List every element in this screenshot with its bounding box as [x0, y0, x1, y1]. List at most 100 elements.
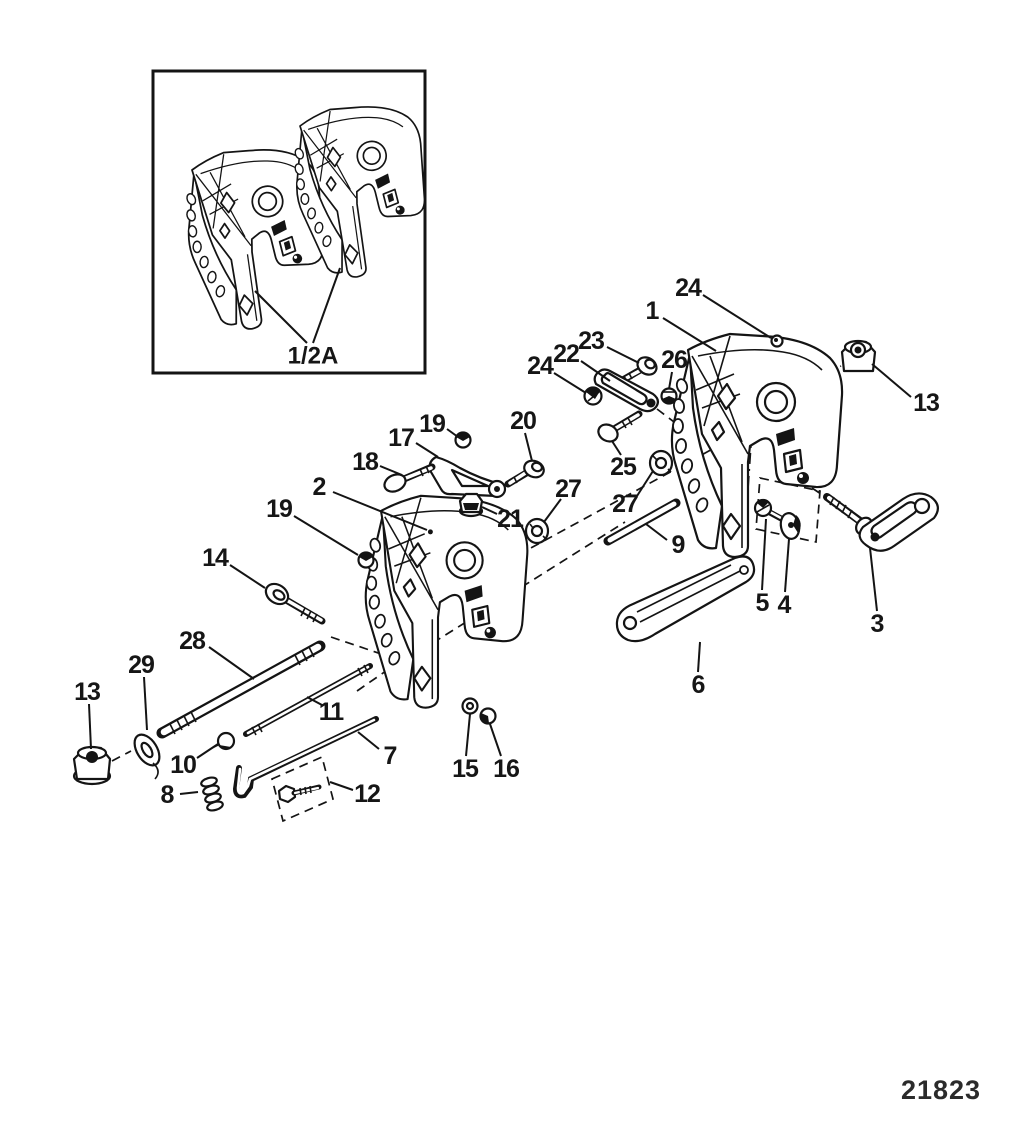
callout-18: 18 — [352, 448, 379, 476]
callout-9: 9 — [672, 531, 685, 559]
callout-20: 20 — [510, 407, 536, 435]
washer-29 — [133, 733, 161, 780]
callout-leader-6 — [697, 641, 701, 673]
callout-leader-23 — [606, 346, 640, 364]
clamp-bracket-2 — [364, 494, 529, 709]
callout-29: 29 — [128, 651, 154, 679]
callout-leader-7 — [357, 731, 380, 750]
bolt-25 — [597, 410, 643, 443]
inset-arrow-left — [254, 290, 308, 344]
callout-17: 17 — [388, 424, 414, 452]
callout-leader-10 — [196, 743, 219, 759]
callout-leader-16 — [489, 723, 502, 757]
callout-27-right: 27 — [612, 490, 638, 518]
callout-1: 1 — [646, 297, 660, 325]
callout-leader-27-right — [636, 470, 654, 497]
link-22 — [593, 368, 660, 413]
callout-19-top: 19 — [419, 410, 445, 438]
pin-9 — [603, 498, 681, 546]
callout-leader-5 — [761, 518, 767, 591]
callout-28: 28 — [179, 627, 206, 655]
callout-leader-13-left — [88, 703, 92, 750]
nut-21 — [458, 492, 484, 518]
bolt-18 — [383, 463, 436, 493]
callout-19-left: 19 — [266, 495, 292, 523]
nut-19-left — [357, 551, 375, 569]
callout-16: 16 — [493, 755, 519, 783]
callout-21: 21 — [497, 505, 524, 533]
rod-7 — [232, 716, 379, 799]
callout-27-left: 27 — [555, 475, 581, 503]
callout-leader-14 — [229, 564, 266, 589]
nut-19-top — [454, 431, 472, 449]
washer-4 — [779, 512, 801, 540]
callout-11: 11 — [319, 698, 345, 726]
nut-26 — [660, 387, 678, 405]
screw-24-left — [583, 386, 603, 406]
washer-27-left — [524, 517, 550, 545]
bolt-14 — [264, 582, 326, 625]
plate-12 — [270, 755, 335, 823]
callout-leader-22 — [580, 360, 611, 382]
callout-leader-19-top — [446, 428, 459, 438]
lever-17 — [428, 455, 507, 499]
callout-leader-24-left — [553, 372, 587, 394]
callout-leader-28 — [208, 646, 255, 680]
bolt-20 — [504, 459, 545, 488]
callout-10: 10 — [170, 751, 196, 779]
callout-leader-24-top — [702, 294, 772, 339]
callout-leader-1 — [662, 317, 717, 352]
callout-8: 8 — [161, 781, 175, 809]
spring-8 — [200, 776, 224, 812]
nut-13-right — [840, 339, 877, 373]
callout-leader-12 — [329, 781, 354, 791]
rod-11 — [243, 663, 373, 737]
callout-5: 5 — [756, 589, 770, 617]
inset-label: 1/2A — [288, 343, 339, 370]
callout-25: 25 — [610, 453, 637, 481]
drawing-number: 21823 — [901, 1075, 981, 1105]
callout-7: 7 — [384, 742, 397, 770]
callout-leader-11 — [306, 696, 323, 706]
callout-6: 6 — [692, 671, 705, 699]
callout-13-right: 13 — [913, 389, 939, 417]
callout-13-left: 13 — [74, 678, 100, 706]
callout-leader-18 — [379, 465, 403, 476]
callout-24-top: 24 — [675, 274, 702, 302]
callout-2: 2 — [313, 473, 326, 501]
callout-leader-3 — [869, 547, 878, 612]
callout-4: 4 — [778, 591, 792, 619]
rod-28 — [156, 640, 326, 739]
callout-3: 3 — [871, 610, 884, 638]
nut-13-left — [72, 745, 112, 786]
callout-leader-9 — [645, 523, 668, 541]
callout-leader-13-right — [871, 363, 912, 398]
callout-12: 12 — [354, 780, 380, 808]
bolt-5 — [753, 498, 785, 522]
callout-14: 14 — [202, 544, 229, 572]
callout-leader-2 — [332, 491, 428, 531]
phantom-plate — [755, 476, 821, 544]
callout-leader-8 — [179, 791, 199, 795]
callout-15: 15 — [452, 755, 479, 783]
callout-leader-26 — [668, 371, 673, 390]
nut-16 — [479, 707, 497, 725]
tilt-rod-3 — [823, 492, 939, 552]
clamp-bracket-1 — [670, 332, 844, 559]
callout-leader-15 — [465, 713, 471, 757]
callout-22: 22 — [553, 340, 579, 368]
callout-leader-29 — [143, 676, 148, 731]
callout-leader-25 — [611, 440, 622, 456]
callout-leader-21 — [481, 506, 498, 515]
callout-24-left: 24 — [527, 352, 554, 380]
callout-leader-27-left — [543, 498, 562, 523]
washer-15 — [461, 697, 479, 715]
callout-leader-20 — [524, 432, 533, 462]
callout-26: 26 — [661, 346, 687, 374]
handle-6 — [615, 555, 756, 643]
callout-leader-19-left — [293, 515, 359, 556]
washer-27-right — [648, 449, 674, 477]
